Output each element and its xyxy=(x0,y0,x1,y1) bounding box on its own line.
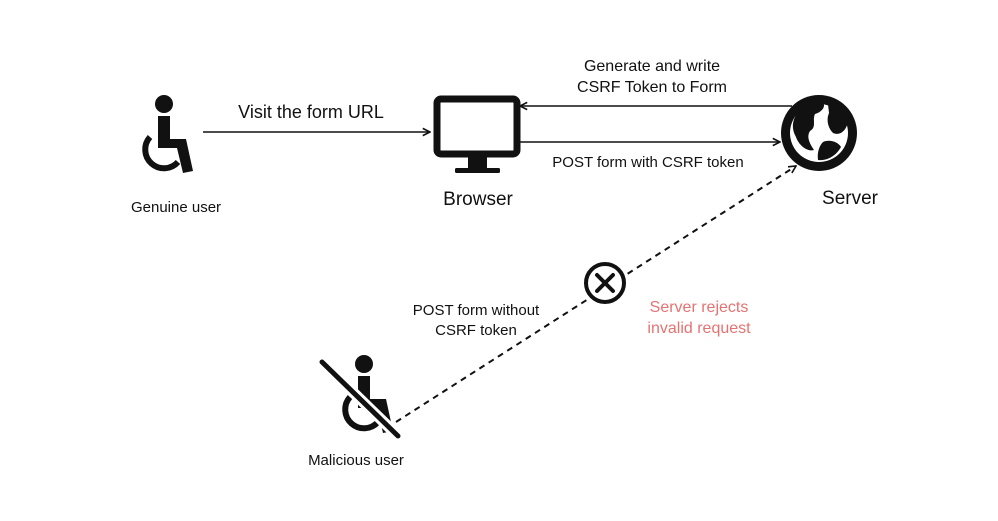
reject-label-line1: Server rejects xyxy=(650,299,749,316)
x-circle-icon xyxy=(584,262,626,304)
genuine-user-label: Genuine user xyxy=(131,199,221,216)
reject-label-line2: invalid request xyxy=(647,320,751,337)
post-with-label: POST form with CSRF token xyxy=(552,154,743,171)
generate-label-line2: CSRF Token to Form xyxy=(577,79,727,96)
generate-label-line1: Generate and write xyxy=(584,58,720,75)
blocked-person-icon xyxy=(316,355,404,442)
post-without-label-line1: POST form without xyxy=(413,302,540,319)
browser-label: Browser xyxy=(443,189,513,210)
accessible-person-icon xyxy=(142,95,193,173)
globe-icon xyxy=(781,95,857,171)
server-label: Server xyxy=(822,188,879,209)
visit-label: Visit the form URL xyxy=(238,102,384,122)
post-without-label-line2: CSRF token xyxy=(435,322,517,339)
monitor-icon xyxy=(433,95,521,173)
post-without-token-arrow xyxy=(395,166,796,423)
malicious-user-label: Malicious user xyxy=(308,452,404,469)
